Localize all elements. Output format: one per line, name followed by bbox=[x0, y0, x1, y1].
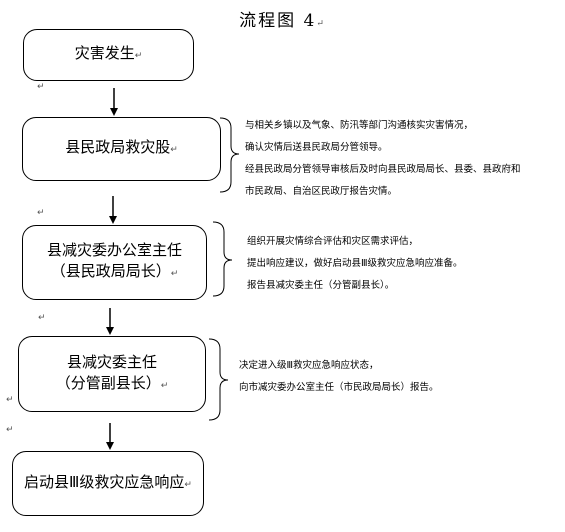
note-group-1: 与相关乡镇以及气象、防汛等部门沟通核实灾害情况， 确认灾情后送县民政局分管领导。… bbox=[245, 115, 521, 203]
paragraph-mark: ↵ bbox=[37, 208, 45, 218]
paragraph-mark: ↵ bbox=[38, 313, 46, 323]
note-group-3: 决定进入级Ⅲ救灾应急响应状态， 向市减灾委办公室主任（市民政局局长）报告。 bbox=[239, 355, 439, 399]
paragraph-mark: ↵ bbox=[37, 82, 45, 92]
step-civil-affairs-relief-section: 县民政局救灾股↵ bbox=[22, 117, 221, 181]
step-sublabel: （县民政局局长）↵ bbox=[50, 262, 179, 280]
step-disaster-occurs: 灾害发生↵ bbox=[23, 29, 194, 81]
step-disaster-office-director: 县减灾委办公室主任 （县民政局局长）↵ bbox=[22, 225, 207, 300]
note-line: 确认灾情后送县民政局分管领导。 bbox=[245, 142, 388, 153]
brace-3 bbox=[208, 338, 229, 421]
brace-1 bbox=[219, 117, 240, 193]
paragraph-mark: ↵ bbox=[6, 425, 14, 435]
step-start-level3-response: 启动县Ⅲ级救灾应急响应↵ bbox=[12, 451, 204, 516]
brace-2 bbox=[212, 221, 233, 297]
step-label: 县减灾委办公室主任 bbox=[46, 241, 182, 259]
step-label: 县减灾委主任 bbox=[66, 352, 157, 371]
note-group-2: 组织开展灾情综合评估和灾区需求评估， 提出响应建议，做好启动县Ⅲ级救灾应急响应准… bbox=[247, 231, 463, 297]
note-line: 提出响应建议，做好启动县Ⅲ级救灾应急响应准备。 bbox=[247, 258, 463, 269]
step-disaster-committee-director: 县减灾委主任 （分管副县长）↵ bbox=[18, 336, 206, 412]
note-line: 市民政局、自治区民政厅报告灾情。 bbox=[245, 186, 398, 197]
note-line: 决定进入级Ⅲ救灾应急响应状态， bbox=[239, 360, 379, 371]
note-line: 向市减灾委办公室主任（市民政局局长）报告。 bbox=[239, 382, 439, 393]
note-line: 经县民政局分管领导审核后及时向县民政局局长、县委、县政府和 bbox=[245, 164, 521, 175]
step-label: 县民政局救灾股 bbox=[65, 138, 171, 156]
note-line: 组织开展灾情综合评估和灾区需求评估， bbox=[247, 236, 419, 247]
note-line: 与相关乡镇以及气象、防汛等部门沟通核实灾害情况， bbox=[245, 120, 474, 131]
step-sublabel: （分管副县长）↵ bbox=[55, 373, 169, 392]
step-label: 启动县Ⅲ级救灾应急响应 bbox=[24, 472, 185, 491]
diagram-title: 流程图 4↵ bbox=[239, 11, 326, 31]
paragraph-mark: ↵ bbox=[6, 395, 14, 405]
step-label: 灾害发生 bbox=[74, 44, 135, 62]
note-line: 报告县减灾委主任（分管副县长）。 bbox=[247, 280, 395, 291]
